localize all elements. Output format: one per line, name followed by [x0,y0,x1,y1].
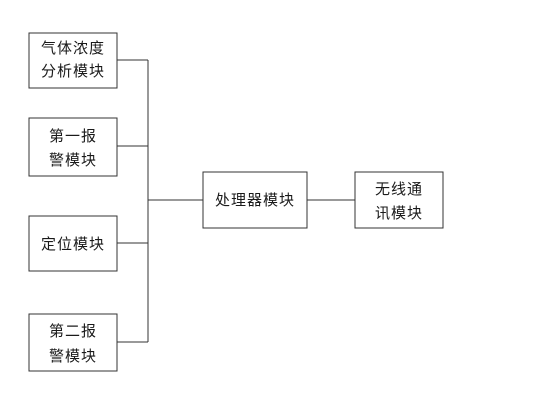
box-gas-analysis-label-line1: 气体浓度 [41,39,105,57]
box-locating: 定位模块 [28,215,118,272]
box-alarm-1-label-line2: 警模块 [49,151,97,169]
box-alarm-2-label-line1: 第二报 [49,322,97,340]
box-alarm-1-label-line1: 第一报 [49,127,97,145]
box-processor-label: 处理器模块 [215,191,295,209]
box-wireless-label-line2: 讯模块 [375,204,423,222]
box-locating-label: 定位模块 [41,235,105,253]
box-wireless: 无线通 讯模块 [354,171,444,229]
box-wireless-label-line1: 无线通 [375,180,423,198]
box-gas-analysis-label-line2: 分析模块 [41,62,105,80]
box-gas-analysis: 气体浓度 分析模块 [28,32,118,89]
box-processor: 处理器模块 [202,171,308,229]
box-alarm-2-label-line2: 警模块 [49,347,97,365]
box-alarm-1: 第一报 警模块 [28,117,118,177]
box-alarm-2: 第二报 警模块 [28,313,118,372]
